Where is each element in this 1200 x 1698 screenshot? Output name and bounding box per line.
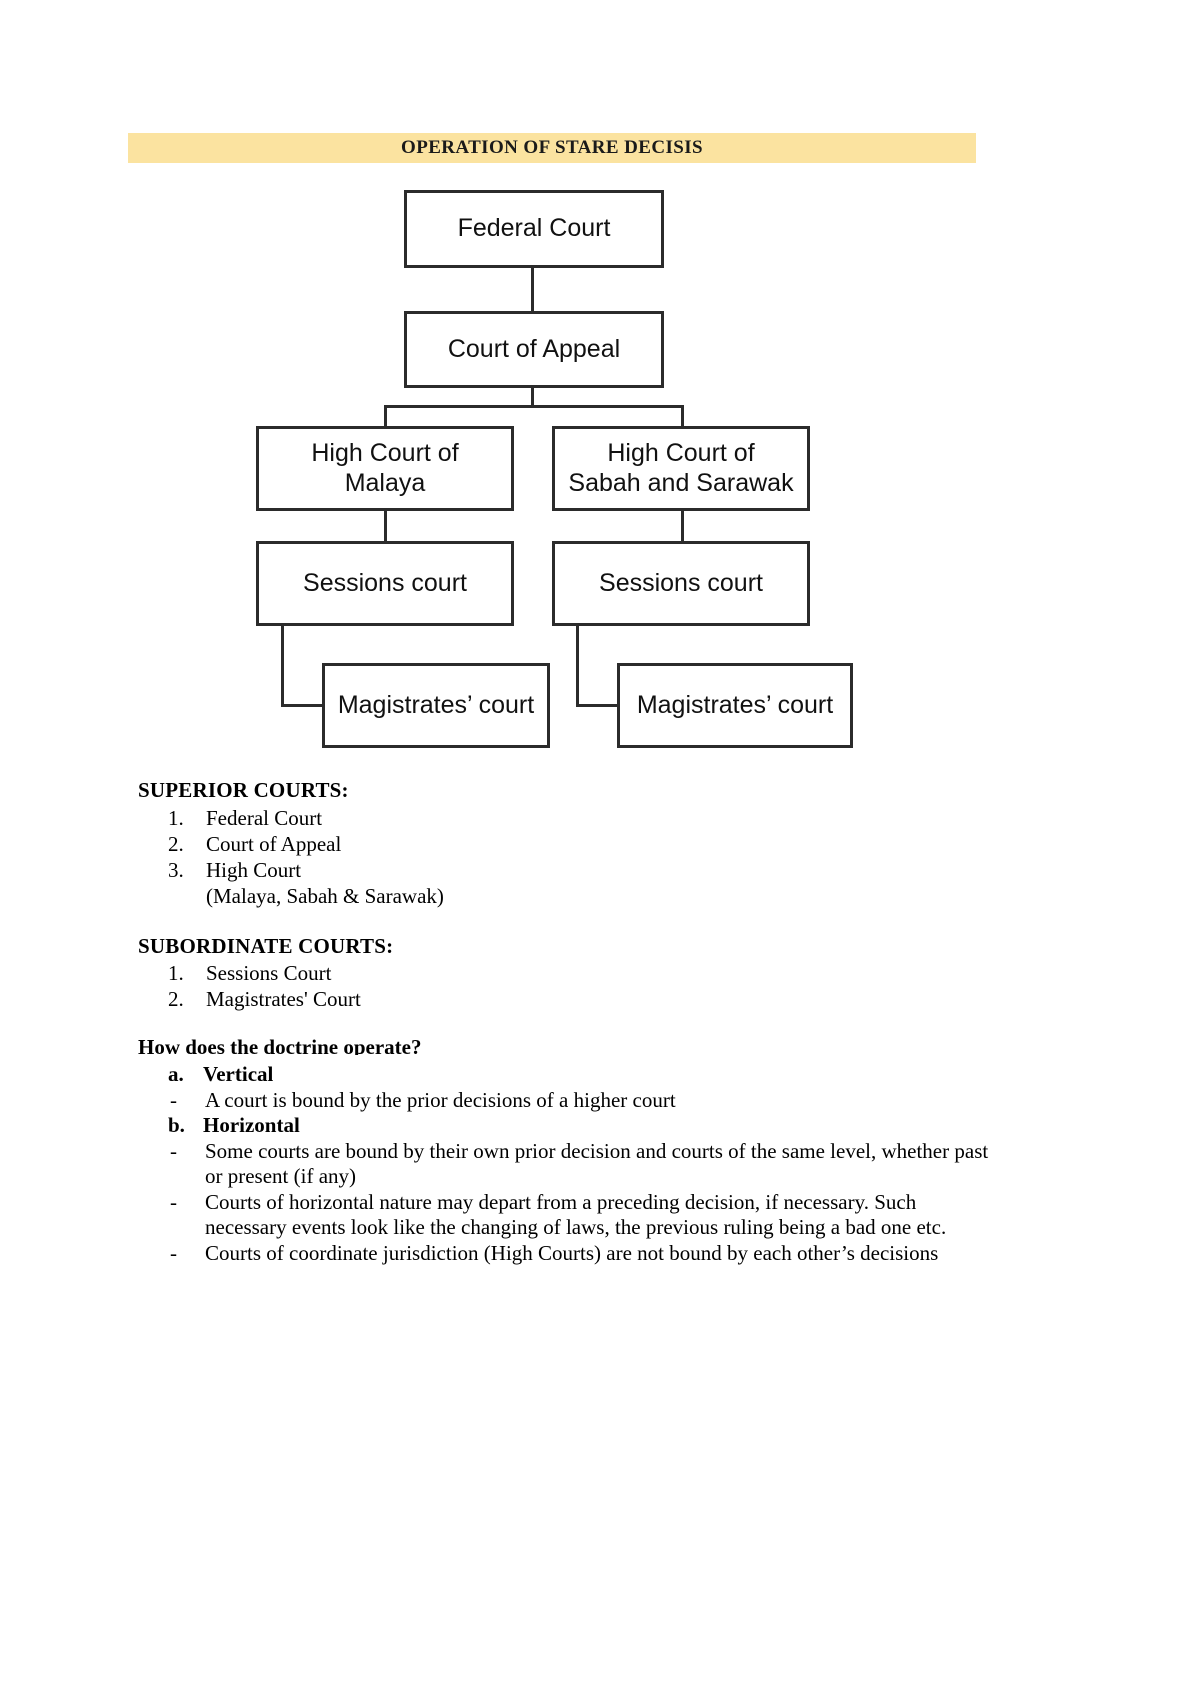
doctrine-item-horizontal-detail-1: - Some courts are bound by their own pri… (168, 1139, 993, 1190)
list-item-marker: 1. (168, 806, 184, 830)
flowchart-node-magistrates-court-left: Magistrates’ court (322, 663, 550, 748)
list-item-marker: 2. (168, 832, 184, 856)
doctrine-item-label: Courts of horizontal nature may depart f… (205, 1189, 947, 1240)
list-item: 3. High Court (168, 857, 668, 883)
flowchart-node-sessions-court-right: Sessions court (552, 541, 810, 626)
flowchart-node-sessions-court-left: Sessions court (256, 541, 514, 626)
flowchart-node-label: Magistrates’ court (636, 690, 834, 719)
list-item-marker: 1. (168, 961, 184, 985)
doctrine-item-horizontal-detail-3: - Courts of coordinate jurisdiction (Hig… (168, 1241, 993, 1267)
connector-sessions-right-vertical (576, 623, 579, 707)
list-item: 1. Sessions Court (168, 960, 668, 986)
subordinate-courts-list: 1. Sessions Court 2. Magistrates' Court (168, 960, 668, 1012)
connector-appeal-to-high-court-sabah (681, 405, 684, 429)
doctrine-item-label: A court is bound by the prior decisions … (205, 1087, 676, 1112)
flowchart-node-federal-court: Federal Court (404, 190, 664, 268)
flowchart-node-high-court-malaya: High Court of Malaya (256, 426, 514, 511)
court-hierarchy-flowchart: Federal Court Court of Appeal High Court… (128, 178, 988, 768)
doctrine-list: a. Vertical - A court is bound by the pr… (168, 1062, 993, 1266)
connector-high-court-sabah-to-sessions (681, 508, 684, 541)
connector-high-court-malaya-to-sessions (384, 508, 387, 541)
list-item: 1. Federal Court (168, 805, 668, 831)
flowchart-node-high-court-sabah-sarawak: High Court of Sabah and Sarawak (552, 426, 810, 511)
doctrine-item-label: Some courts are bound by their own prior… (205, 1138, 989, 1189)
superior-courts-list: 1. Federal Court 2. Court of Appeal 3. H… (168, 805, 668, 909)
flowchart-node-label: Court of Appeal (447, 334, 621, 363)
connector-appeal-split-bar (384, 405, 684, 408)
doctrine-item-label: Horizontal (203, 1113, 300, 1137)
list-item-marker: 2. (168, 987, 184, 1011)
flowchart-node-magistrates-court-right: Magistrates’ court (617, 663, 853, 748)
flowchart-node-label-line1: High Court of (607, 439, 755, 468)
doctrine-item-label: Vertical (203, 1062, 274, 1086)
doctrine-heading: How does the doctrine operate? (138, 1036, 422, 1055)
connector-sessions-left-horizontal (281, 704, 326, 707)
subordinate-courts-heading: SUBORDINATE COURTS: (138, 934, 394, 958)
flowchart-node-label: Sessions court (599, 568, 763, 597)
doctrine-item-marker: b. (168, 1113, 185, 1137)
page-title-banner: OPERATION OF STARE DECISIS (128, 133, 976, 163)
doctrine-item-vertical-detail: - A court is bound by the prior decision… (168, 1088, 993, 1114)
flowchart-node-label: High Court of Malaya (311, 439, 458, 498)
list-item-marker: 3. (168, 858, 184, 882)
flowchart-node-label: High Court of Sabah and Sarawak (568, 439, 793, 498)
doctrine-item-vertical: a. Vertical (168, 1062, 993, 1088)
superior-courts-continuation: (Malaya, Sabah & Sarawak) (206, 884, 444, 908)
doctrine-item-horizontal: b. Horizontal (168, 1113, 993, 1139)
list-item-label: High Court (206, 858, 302, 882)
connector-federal-to-appeal (531, 266, 534, 314)
list-item-label: Sessions Court (206, 961, 332, 985)
doctrine-item-horizontal-detail-2: - Courts of horizontal nature may depart… (168, 1190, 993, 1241)
doctrine-item-marker: a. (168, 1062, 184, 1086)
doctrine-item-marker: - (170, 1138, 177, 1163)
flowchart-node-label: Federal Court (457, 214, 611, 243)
doctrine-item-label: Courts of coordinate jurisdiction (High … (205, 1240, 939, 1265)
flowchart-node-label: Magistrates’ court (337, 690, 535, 719)
connector-appeal-stem (531, 385, 534, 408)
list-item-label: Federal Court (206, 806, 323, 830)
list-item-label: Magistrates' Court (206, 987, 361, 1011)
flowchart-node-label: Sessions court (303, 568, 467, 597)
doctrine-item-marker: - (170, 1087, 177, 1112)
doctrine-item-marker: - (170, 1189, 177, 1214)
connector-appeal-to-high-court-malaya (384, 405, 387, 429)
flowchart-node-court-of-appeal: Court of Appeal (404, 311, 664, 388)
list-item: 2. Court of Appeal (168, 831, 668, 857)
superior-courts-heading: SUPERIOR COURTS: (138, 778, 349, 802)
list-item: 2. Magistrates' Court (168, 986, 668, 1012)
flowchart-node-label-line1: High Court of (311, 439, 459, 468)
list-item-label: Court of Appeal (206, 832, 342, 856)
flowchart-node-label-line2: Malaya (344, 468, 426, 497)
connector-sessions-left-vertical (281, 623, 284, 707)
flowchart-node-label-line2: Sabah and Sarawak (568, 468, 794, 497)
doctrine-item-marker: - (170, 1240, 177, 1265)
page-title: OPERATION OF STARE DECISIS (401, 137, 703, 158)
connector-sessions-right-horizontal (576, 704, 621, 707)
